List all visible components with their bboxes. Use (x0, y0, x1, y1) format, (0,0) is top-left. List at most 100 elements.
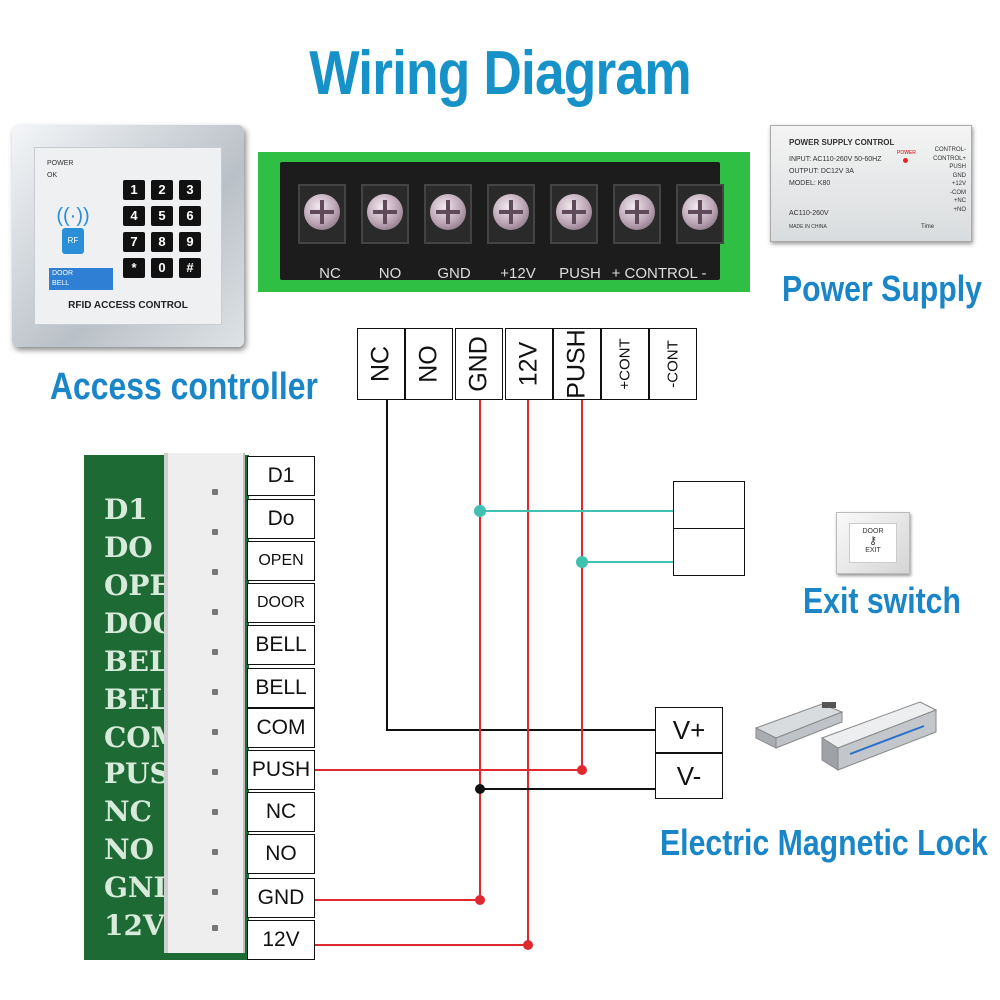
screw-icon (682, 194, 718, 230)
top-terminal-label: NC (366, 345, 395, 383)
keypad-key: # (179, 258, 201, 278)
pin-label: BELL (247, 668, 315, 708)
psu-time-label: Time (921, 224, 935, 230)
keypad-key: 5 (151, 206, 173, 226)
header-pin (212, 809, 218, 815)
junction-dot (577, 765, 587, 775)
pin-label: BELL (247, 625, 315, 665)
terminal-label: PUSH (559, 265, 601, 282)
terminal-bar (280, 162, 724, 280)
junction-dot (475, 784, 485, 794)
keypad-brand-text: RFID ACCESS CONTROL (68, 300, 188, 311)
terminal-label: +12V (500, 265, 536, 282)
psu-ac-label: AC110-260V (789, 210, 829, 217)
terminal-label: GND (437, 265, 471, 282)
top-terminal-gnd: GND (455, 328, 503, 400)
keypad-key: 4 (123, 206, 145, 226)
exit-switch-line1: DOOR (862, 528, 884, 535)
power-supply-unit: POWER SUPPLY CONTROL POWER INPUT: AC110-… (770, 125, 972, 242)
terminal-label: NO (378, 265, 402, 282)
psu-made-in: MADE IN CHINA (789, 224, 827, 230)
pin-label: NO (247, 834, 315, 874)
rf-card-icon: RF (62, 228, 84, 254)
header-pin (212, 729, 218, 735)
top-terminal-label: -CONT (664, 340, 682, 388)
board-label: DO (104, 531, 153, 564)
caption-electric-lock: Electric Magnetic Lock (660, 822, 988, 863)
keypad-key: * (123, 258, 145, 278)
keypad-key: 2 (151, 180, 173, 200)
top-terminal-label: NO (414, 345, 443, 383)
pin-label: 12V (247, 920, 315, 960)
pin-label: DOOR (247, 583, 315, 623)
keypad-face: POWER OK ((·)) RF 1 2 3 4 5 6 7 8 9 * 0 … (34, 147, 222, 325)
pin-label: D1 (247, 456, 315, 496)
screw-icon (619, 194, 655, 230)
psu-side-label: GND (952, 172, 966, 179)
exit-switch-terminal (673, 481, 745, 529)
header-pin (212, 925, 218, 931)
board-label: 12V (104, 909, 165, 942)
psu-input: INPUT: AC110-260V 50-60HZ (789, 156, 882, 163)
junction-dot (523, 940, 533, 950)
top-terminal-label: GND (464, 336, 493, 392)
terminal-label: NC (319, 265, 341, 282)
caption-access-controller: Access controller (50, 366, 318, 408)
diagram-title: Wiring Diagram (309, 39, 691, 108)
screw-icon (367, 194, 403, 230)
header-pin (212, 489, 218, 495)
psu-side-label: +NO (953, 206, 966, 213)
pin-label: OPEN (247, 541, 315, 581)
header-pin (212, 529, 218, 535)
psu-header: POWER SUPPLY CONTROL (789, 138, 895, 147)
header-pin (212, 649, 218, 655)
electric-bolt-lock-icon (754, 702, 844, 749)
doorbell-line1: DOOR (52, 270, 73, 277)
board-label: BEL (104, 645, 169, 678)
keypad-key: 0 (151, 258, 173, 278)
header-pin (212, 769, 218, 775)
top-terminal-plus-cont: +CONT (601, 328, 649, 400)
psu-side-label: +12V (951, 181, 966, 187)
exit-switch-line2: EXIT (865, 547, 881, 554)
lock-terminal-vminus: V- (655, 753, 723, 799)
screw-icon (556, 194, 592, 230)
header-pin (212, 569, 218, 575)
psu-power-label: POWER (897, 150, 916, 156)
magnetic-lock-icon (820, 701, 938, 771)
header-pin (212, 889, 218, 895)
controller-board: D1 DO OPE DOO BEL BEL COM PUS NC NO GNI … (84, 453, 249, 960)
board-label: NC (104, 795, 152, 828)
board-label: D1 (104, 493, 148, 526)
ok-led-label: OK (47, 172, 58, 179)
board-label: NO (104, 833, 154, 866)
keypad-keys: 1 2 3 4 5 6 7 8 9 * 0 # (123, 180, 201, 278)
top-terminal-label: 12V (514, 341, 543, 387)
terminal-block: NC NO GND +12V PUSH + CONTROL - (258, 152, 750, 292)
pin-label: PUSH (247, 750, 315, 790)
wire-nc-to-vplus (386, 400, 657, 731)
exit-switch-button: DOOR ⚷ EXIT (836, 512, 910, 574)
board-label: BEL (104, 683, 169, 716)
key-icon: ⚷ (868, 535, 878, 547)
board-label: OPE (104, 569, 171, 602)
top-terminal-push: PUSH (553, 328, 601, 400)
top-terminal-minus-cont: -CONT (649, 328, 697, 400)
board-label: GNI (104, 871, 167, 904)
lock-terminal-vplus: V+ (655, 707, 723, 753)
screw-icon (493, 194, 529, 230)
caption-power-supply: Power Supply (782, 268, 982, 309)
junction-dot (475, 895, 485, 905)
power-led-label: POWER (47, 160, 74, 167)
psu-side-label: CONTROL- (934, 147, 966, 153)
screw-icon (304, 194, 340, 230)
exit-switch-terminal (673, 528, 745, 576)
keypad-key: 8 (151, 232, 173, 252)
top-terminal-label: PUSH (562, 329, 591, 399)
psu-model: MODEL: K80 (789, 180, 831, 187)
terminal-label: + CONTROL - (611, 265, 707, 282)
pin-label: NC (247, 792, 315, 832)
header-pin (212, 689, 218, 695)
psu-output: OUTPUT: DC12V 3A (789, 168, 854, 175)
